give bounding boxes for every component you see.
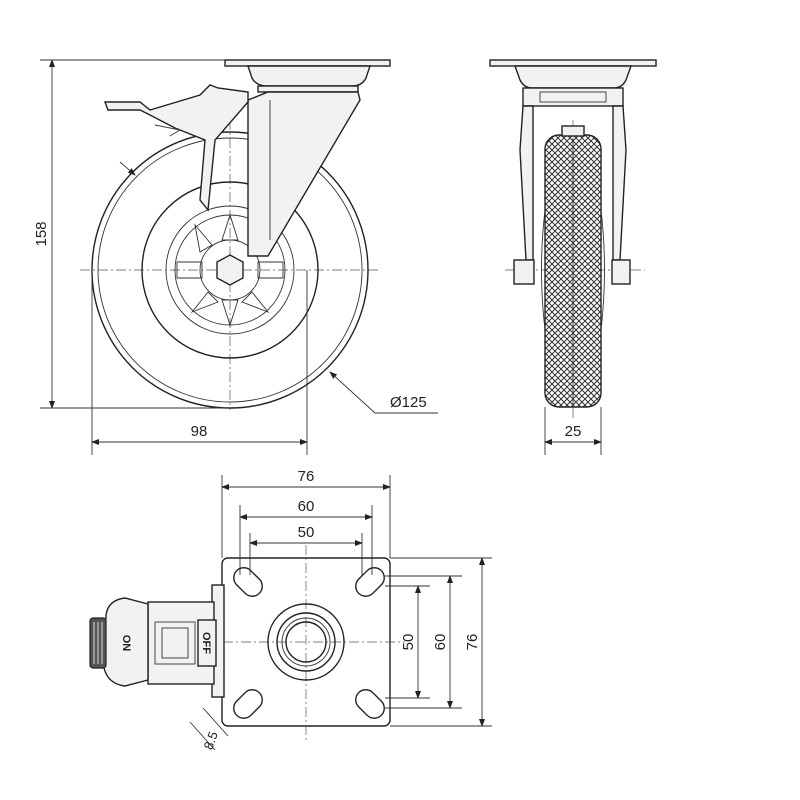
hole-vinner-label: 50 [400,634,417,651]
side-view [40,59,438,455]
top-plate-front [489,59,657,67]
width-dim-label: 25 [565,423,582,440]
axle-nut [216,254,244,286]
offset-dim-label: 98 [191,423,208,440]
plate-height-label: 76 [464,634,481,651]
wheel-rim [141,181,319,359]
slot-width-label: 8.5 [201,729,221,751]
hole-vouter-label: 60 [432,634,449,651]
fork [247,91,361,257]
brake-pedal [103,84,249,212]
plate-width-label: 76 [298,468,315,485]
brake-off-tab[interactable] [197,619,217,667]
front-view [489,59,657,455]
mounting-slots [233,567,385,719]
hole-outer-label: 60 [298,498,315,515]
top-plate-side [224,59,391,67]
diameter-dim-label: Ø125 [390,394,427,411]
height-dim-label: 158 [33,221,50,246]
top-view [89,475,492,751]
brake-on-label: ON [120,635,132,652]
hole-inner-label: 50 [298,524,315,541]
brake-off-label: OFF [200,632,212,654]
